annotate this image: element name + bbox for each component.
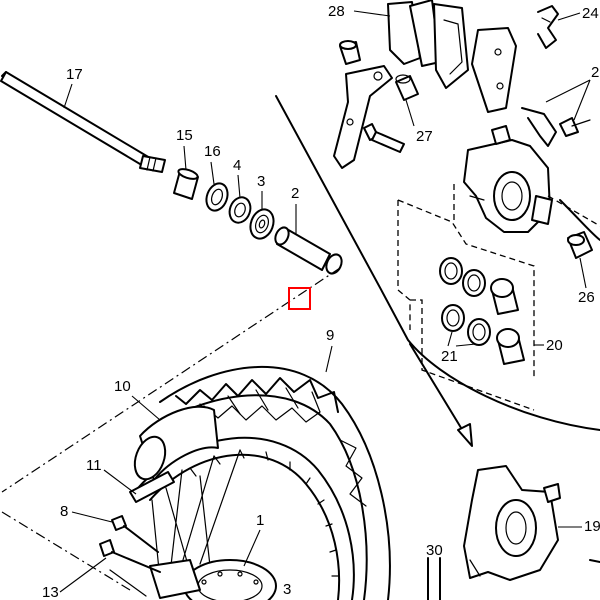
svg-text:30: 30 <box>426 542 443 559</box>
bearing-part <box>249 208 275 240</box>
bearing-part <box>228 196 252 224</box>
callout-2: 2 <box>291 185 299 234</box>
caliper-assembly-part <box>463 465 600 581</box>
spoke-nipple-part <box>111 515 159 553</box>
bolt-part <box>363 123 405 153</box>
callout-16: 16 <box>204 143 221 185</box>
flow-arrow <box>409 343 467 437</box>
callout-13: 13 <box>42 557 107 600</box>
axis-line <box>1 511 131 591</box>
callout-19: 19 <box>558 518 600 535</box>
svg-text:24: 24 <box>582 5 599 22</box>
callout-27: 27 <box>405 99 433 145</box>
pad-spring-part <box>537 5 559 49</box>
svg-text:13: 13 <box>42 584 59 600</box>
spoke-part <box>99 539 161 597</box>
callout-17: 17 <box>63 66 83 109</box>
svg-text:10: 10 <box>114 378 131 395</box>
svg-text:1: 1 <box>256 512 264 529</box>
brake-pad-part <box>387 0 517 113</box>
rim-band-part <box>129 471 175 503</box>
group-outline <box>397 200 411 330</box>
piston-part <box>490 278 525 365</box>
svg-text:2: 2 <box>591 64 599 81</box>
callout-9: 9 <box>325 327 334 373</box>
svg-text:26: 26 <box>578 289 595 306</box>
svg-text:27: 27 <box>416 128 433 145</box>
callout-3: 3 <box>257 173 265 210</box>
callout-28: 28 <box>328 3 391 20</box>
axle-part <box>0 71 166 173</box>
collar-part <box>173 168 199 200</box>
caliper-body-part <box>463 125 553 233</box>
svg-text:11: 11 <box>86 457 102 474</box>
spacer-part <box>274 226 343 275</box>
callout-10: 10 <box>114 378 161 421</box>
group-outline <box>410 299 535 411</box>
svg-text:21: 21 <box>441 348 458 365</box>
callout-26: 26 <box>578 257 595 306</box>
axis-line <box>1 267 341 493</box>
svg-text:8: 8 <box>60 503 68 520</box>
banjo-bolt-part <box>567 231 593 259</box>
piston-seal-part <box>439 257 491 346</box>
callout-20: 20 <box>534 337 563 354</box>
svg-text:16: 16 <box>204 143 221 160</box>
group-outline <box>547 195 600 227</box>
flow-arrow-head <box>457 423 473 447</box>
callout-4: 4 <box>233 157 241 199</box>
svg-text:3: 3 <box>283 581 291 598</box>
svg-text:20: 20 <box>546 337 563 354</box>
callout-21: 21 <box>441 331 477 365</box>
assembly-boundary <box>275 95 600 431</box>
hub-part <box>149 559 277 600</box>
tube-part <box>133 405 219 481</box>
selection-marker[interactable] <box>288 287 311 310</box>
pin-boot-part <box>339 40 419 101</box>
assembly-boundary <box>559 199 600 241</box>
svg-text:2: 2 <box>291 185 299 202</box>
caliper-bracket-part <box>333 65 393 169</box>
oil-seal-part <box>205 182 229 212</box>
callout-11: 11 <box>86 457 137 495</box>
callout-30: 30 <box>426 542 443 559</box>
callout-24: 24 <box>557 5 599 22</box>
svg-text:4: 4 <box>233 157 241 174</box>
callout-15: 15 <box>176 127 193 171</box>
callout-2b: 2 <box>545 64 599 121</box>
svg-text:9: 9 <box>326 327 334 344</box>
svg-text:3: 3 <box>257 173 265 190</box>
callout-3b: 3 <box>283 581 291 598</box>
svg-text:17: 17 <box>66 66 83 83</box>
svg-text:28: 28 <box>328 3 345 20</box>
callout-8: 8 <box>60 503 113 523</box>
svg-text:15: 15 <box>176 127 193 144</box>
callout-1: 1 <box>243 512 264 567</box>
svg-text:19: 19 <box>584 518 600 535</box>
bleed-screw-part <box>559 117 591 137</box>
pad-retainer-part <box>521 107 557 147</box>
group-outline <box>397 199 535 378</box>
